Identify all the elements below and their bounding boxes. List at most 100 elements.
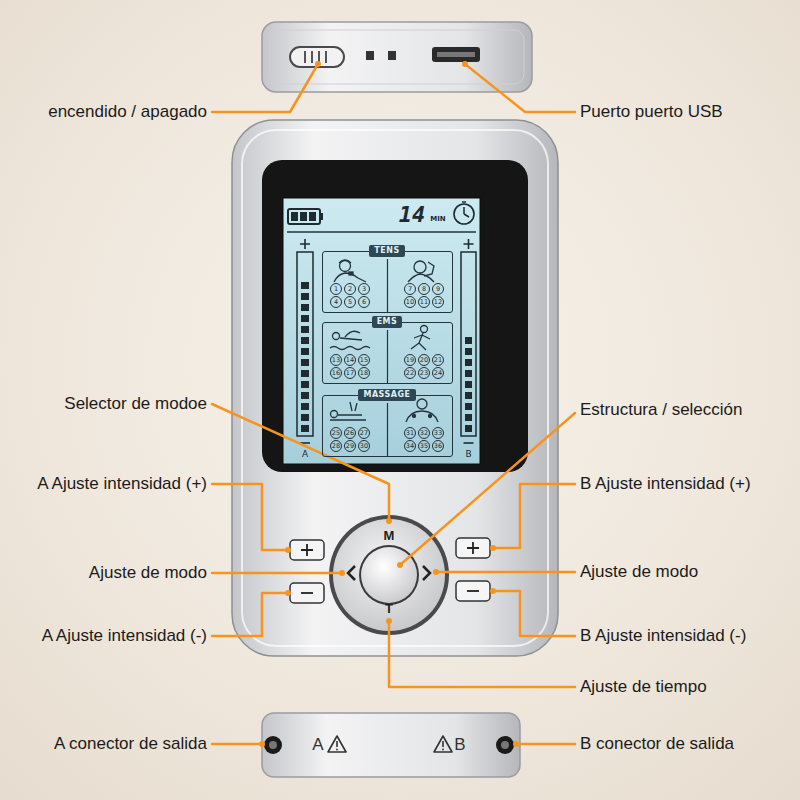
program-number: 10 xyxy=(404,296,416,308)
leader-line xyxy=(212,64,318,112)
callout-label: A Ajuste intensidad (+) xyxy=(37,474,207,494)
nav-ring-rim xyxy=(329,515,449,635)
battery-nib xyxy=(320,213,323,220)
left-chevron xyxy=(348,566,355,580)
switch-ridges xyxy=(305,51,326,63)
intensity-bar xyxy=(297,252,313,436)
program-number: 36 xyxy=(432,440,444,452)
leader-dot xyxy=(513,741,519,747)
plus-symbol xyxy=(467,542,479,554)
right-chevron xyxy=(423,566,430,580)
button-letter: M xyxy=(384,529,395,544)
minus-mark xyxy=(464,442,474,444)
battery-icon xyxy=(288,209,320,224)
program-number: 24 xyxy=(432,367,444,379)
lcd-divider xyxy=(287,231,476,233)
body-highlight xyxy=(242,130,548,646)
output-jack-pin xyxy=(269,741,277,749)
program-number: 34 xyxy=(404,440,416,452)
button-letter: T xyxy=(385,602,393,617)
program-number: 11 xyxy=(418,296,430,308)
lying-head xyxy=(331,411,338,418)
mode-title: EMS xyxy=(372,316,403,328)
nav-ring xyxy=(333,519,445,631)
program-number: 25 xyxy=(330,427,342,439)
electrode-pad xyxy=(349,272,353,275)
bottom-view-housing xyxy=(262,713,520,777)
leader-line xyxy=(212,743,262,746)
program-number: 13 xyxy=(330,354,342,366)
clock-hands xyxy=(462,202,469,217)
callout-label: B conector de salida xyxy=(580,734,734,754)
mode-title: TENS xyxy=(369,245,404,257)
program-number: 29 xyxy=(344,440,356,452)
indicator-hole xyxy=(388,51,396,60)
center-button xyxy=(361,547,417,603)
panel-divider xyxy=(387,259,388,457)
leader-line xyxy=(212,572,342,575)
leader-line xyxy=(465,64,575,112)
leader-dot xyxy=(386,618,392,624)
callout-label: B Ajuste intensidad (-) xyxy=(580,626,746,646)
leader-dot xyxy=(386,518,392,524)
leader-dot xyxy=(490,545,496,551)
swimmer-figure xyxy=(330,331,370,349)
neck-figure xyxy=(334,260,366,282)
screen-bezel xyxy=(262,160,528,472)
bust-head xyxy=(417,399,427,409)
plus-mark xyxy=(464,239,474,249)
callout-label: A conector de salida xyxy=(54,734,207,754)
usb-port xyxy=(432,47,480,62)
timer-digits: 14 xyxy=(399,204,426,226)
leader-lines xyxy=(212,64,575,744)
intensity-button xyxy=(456,581,490,601)
battery-cells xyxy=(291,212,316,221)
leader-line xyxy=(493,484,575,548)
program-number: 3 xyxy=(358,283,370,295)
leader-line xyxy=(212,593,288,636)
callout-label: Ajuste de modo xyxy=(89,563,207,583)
program-number: 2 xyxy=(344,283,356,295)
ems-figures xyxy=(330,326,430,351)
runner-figure xyxy=(411,333,430,350)
minus-symbol xyxy=(467,590,479,592)
program-number: 18 xyxy=(358,367,370,379)
program-number: 4 xyxy=(330,296,342,308)
program-number: 28 xyxy=(330,440,342,452)
intensity-bar xyxy=(461,252,476,436)
head-figure xyxy=(340,261,351,272)
leader-line xyxy=(400,413,575,565)
program-number: 9 xyxy=(432,283,444,295)
massage-point xyxy=(413,415,416,418)
center-button-rim xyxy=(359,545,419,605)
lcd-screen xyxy=(283,198,480,464)
callout-label: Estructura / selección xyxy=(580,400,743,420)
output-jack xyxy=(496,736,514,754)
leader-line xyxy=(212,484,288,550)
leader-dot xyxy=(397,562,403,568)
intensity-button xyxy=(290,540,324,560)
program-number: 27 xyxy=(358,427,370,439)
massage-figures xyxy=(330,399,438,422)
program-number: 1 xyxy=(330,283,342,295)
channel-letter: A xyxy=(302,450,308,460)
leader-dot xyxy=(490,588,496,594)
leader-dots xyxy=(259,61,519,747)
intensity-button xyxy=(290,583,324,603)
program-number: 17 xyxy=(344,367,356,379)
program-number: 8 xyxy=(418,283,430,295)
callout-label: Ajuste de tiempo xyxy=(580,677,707,697)
head-figure xyxy=(414,261,426,273)
callout-label: Puerto puerto USB xyxy=(580,102,723,122)
leader-dot xyxy=(339,570,345,576)
lying-figure xyxy=(330,402,366,420)
program-number: 20 xyxy=(418,354,430,366)
leader-dot xyxy=(315,61,321,67)
callout-label: A Ajuste intensidad (-) xyxy=(42,626,207,646)
leader-dot xyxy=(259,741,265,747)
warning-mark xyxy=(442,741,444,747)
intensity-button xyxy=(456,538,490,558)
program-number: 26 xyxy=(344,427,356,439)
program-number: 7 xyxy=(404,283,416,295)
program-number: 21 xyxy=(432,354,444,366)
